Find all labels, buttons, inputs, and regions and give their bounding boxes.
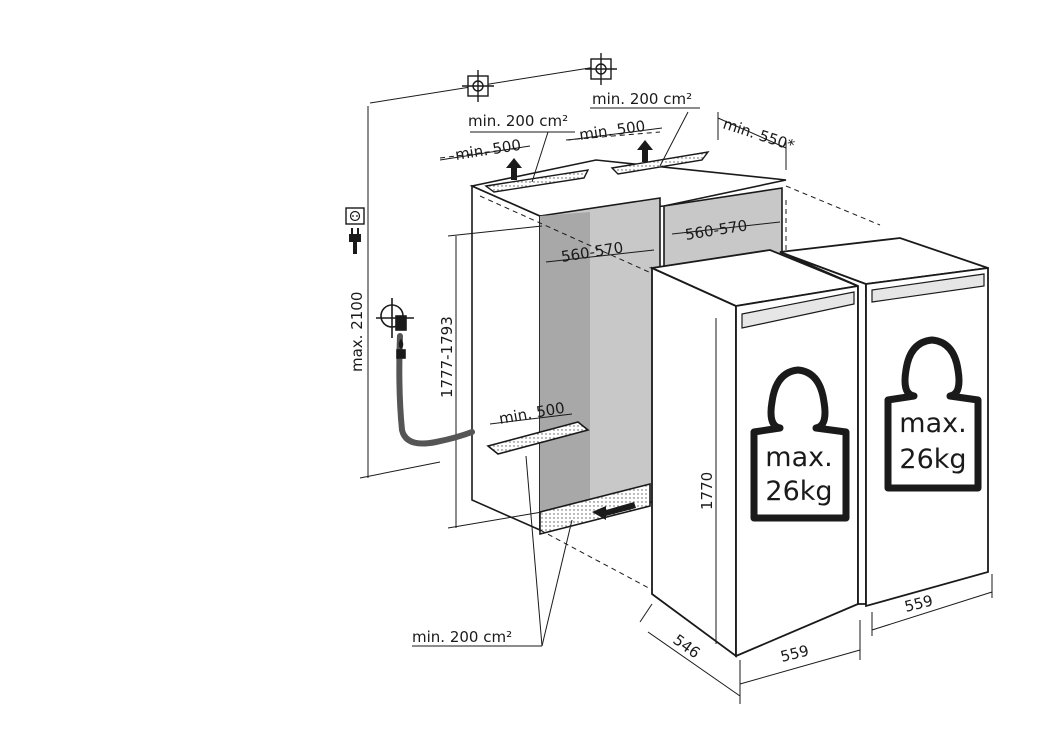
appliance-right-control-panel: [871, 273, 985, 303]
label-depth-side: min. 550*: [721, 115, 797, 155]
weight-front-line1: max.: [765, 442, 832, 473]
power-plug-icon: [349, 228, 361, 254]
niche-cabinet: [469, 159, 787, 536]
weight-icon: [750, 366, 850, 522]
label-depth-top-right: min. 500: [578, 117, 646, 144]
label-max-height: max. 2100: [348, 292, 366, 372]
niche-top-slab: [469, 159, 787, 217]
weight-right-line1: max.: [899, 408, 966, 439]
weight-front-line2: 26kg: [765, 476, 832, 507]
label-niche-height: 1777-1793: [438, 316, 456, 398]
top-vent-right: [610, 151, 710, 175]
appliance-front-control-panel: [741, 291, 855, 329]
niche-bottom-plinth: [539, 482, 651, 536]
label-appliance-height: 1770: [698, 472, 716, 510]
weight-icon: [884, 336, 982, 492]
label-appliance-depth: 546: [670, 631, 704, 662]
water-tap-icon: [376, 298, 414, 359]
airflow-arrows: [506, 140, 653, 520]
weight-icon-right: max. 26kg: [884, 336, 982, 492]
ceiling-mount-crosshair-icon: [462, 53, 617, 102]
water-hose: [396, 333, 475, 447]
niche-floor-vent: [486, 421, 590, 455]
dimension-lines: [359, 65, 993, 704]
arrow-in-bottom: [592, 502, 636, 520]
label-vent-bottom: min. 200 cm²: [412, 628, 512, 646]
weight-right-line2: 26kg: [899, 444, 966, 475]
weight-icon-front: max. 26kg: [750, 366, 850, 522]
label-vent-top-left: min. 200 cm²: [468, 112, 568, 130]
power-socket-icon: [345, 207, 365, 225]
arrow-up-left: [506, 158, 522, 180]
top-vent-left: [484, 169, 590, 193]
label-appliance-width-front: 559: [779, 641, 811, 665]
appliance-front-side: [651, 266, 737, 658]
label-vent-top-right: min. 200 cm²: [592, 90, 692, 108]
niche-left-compartment-side: [540, 212, 590, 530]
arrow-up-right: [637, 140, 653, 162]
top-vents: [484, 151, 710, 193]
niche-left-wall: [471, 184, 541, 532]
label-depth-top-left: min. 500: [454, 136, 522, 164]
